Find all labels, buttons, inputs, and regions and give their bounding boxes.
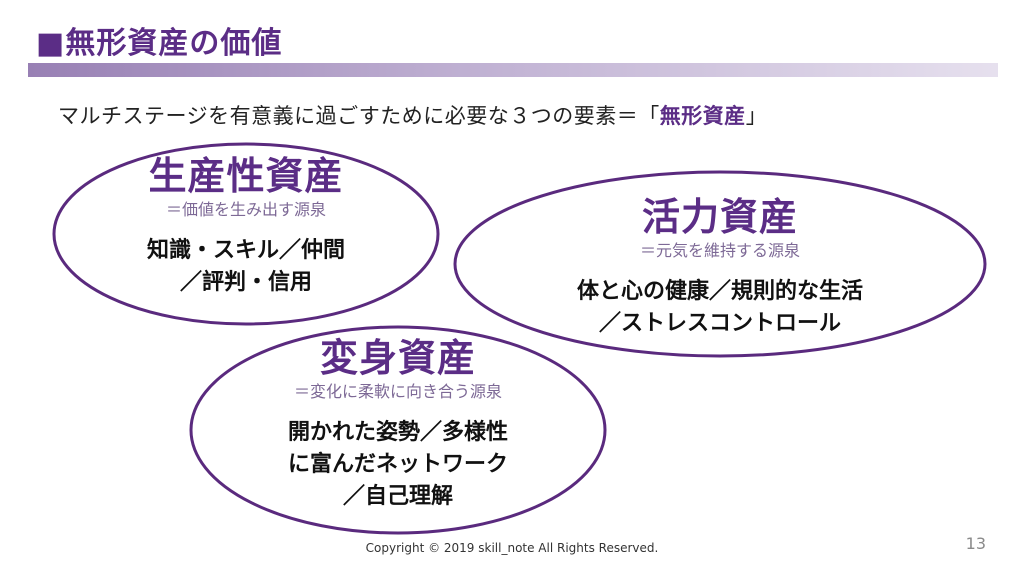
transformation-asset: 変身資産 ＝変化に柔軟に向き合う源泉 開かれた姿勢／多様性 に富んだネットワーク… — [228, 335, 568, 513]
transformation-asset-ellipse — [189, 325, 607, 535]
productive-asset: 生産性資産 ＝価値を生み出す源泉 知識・スキル／仲間 ／評判・信用 — [86, 153, 406, 299]
transformation-asset-elements: 開かれた姿勢／多様性 に富んだネットワーク ／自己理解 — [228, 417, 568, 513]
productive-asset-name: 生産性資産 — [148, 154, 344, 198]
subtitle-accent: 無形資産 — [659, 104, 746, 128]
vitality-asset-ellipse — [453, 170, 987, 358]
vitality-asset-definition: ＝元気を維持する源泉 — [639, 241, 800, 260]
transformation-asset-element-line: 開かれた姿勢／多様性 — [287, 420, 508, 445]
slide-title: ■無形資産の価値 — [36, 26, 283, 61]
vitality-asset-elements: 体と心の健康／規則的な生活 ／ストレスコントロール — [520, 276, 920, 340]
productive-asset-element-line: ／評判・信用 — [179, 270, 312, 295]
subtitle: マルチステージを有意義に過ごすために必要な３つの要素＝「無形資産」 — [58, 100, 767, 130]
page-number: 13 — [965, 534, 986, 553]
transformation-asset-name: 変身資産 — [319, 336, 476, 380]
productive-asset-elements: 知識・スキル／仲間 ／評判・信用 — [86, 235, 406, 299]
subtitle-suffix: 」 — [745, 104, 768, 128]
title-underline-bar — [28, 63, 998, 77]
productive-asset-ellipse — [52, 142, 440, 326]
productive-asset-element-line: 知識・スキル／仲間 — [146, 238, 345, 263]
vitality-asset-name: 活力資産 — [641, 195, 798, 239]
productive-asset-definition: ＝価値を生み出す源泉 — [165, 200, 326, 219]
transformation-asset-element-line: に富んだネットワーク — [287, 452, 508, 477]
vitality-asset-element-line: 体と心の健康／規則的な生活 — [576, 279, 863, 304]
copyright-footer: Copyright © 2019 skill_note All Rights R… — [365, 541, 659, 555]
transformation-asset-element-line: ／自己理解 — [342, 484, 453, 509]
vitality-asset: 活力資産 ＝元気を維持する源泉 体と心の健康／規則的な生活 ／ストレスコントロー… — [520, 194, 920, 340]
subtitle-prefix: マルチステージを有意義に過ごすために必要な３つの要素＝「 — [58, 104, 660, 128]
vitality-asset-element-line: ／ストレスコントロール — [598, 311, 841, 336]
transformation-asset-definition: ＝変化に柔軟に向き合う源泉 — [293, 382, 502, 401]
